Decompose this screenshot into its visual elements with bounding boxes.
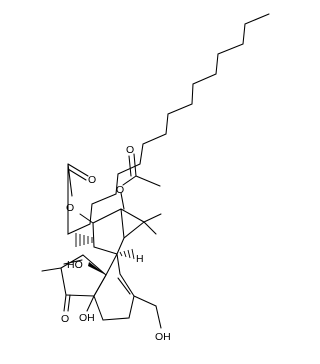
ester-linkage	[67, 163, 94, 224]
lower-hydroxyl-bond	[86, 295, 95, 312]
acetyl-carbonyl-oxygen-label: O	[126, 144, 134, 156]
chain-carbonyl-oxygen-label: O	[88, 174, 96, 186]
upper-hydroxyl-label: HO	[67, 259, 83, 271]
acetate-group	[120, 153, 161, 210]
ester-oxygen-label: O	[66, 202, 74, 214]
cycloheptene-ring	[93, 253, 135, 321]
chemical-structure-diagram: O O O O H HO OH O OH	[41, 13, 270, 343]
acetate-oxygen-label: O	[116, 184, 124, 196]
ring-junction-h-label: H	[136, 253, 144, 265]
cyclopentenone-ring	[41, 254, 107, 297]
tetradecanoyl-chain	[67, 13, 270, 235]
ring-junction-h-bond	[119, 248, 135, 260]
hydroxymethyl-group	[133, 295, 162, 329]
lower-hydroxyl-label: OH	[79, 312, 95, 324]
upper-hydroxyl-bond	[88, 262, 106, 275]
ketone-carbonyl	[63, 294, 71, 312]
hydroxymethyl-oxygen-label: OH	[155, 331, 171, 343]
cyclopropane-ring	[120, 208, 162, 239]
ring-methyl	[75, 233, 93, 247]
ketone-oxygen-label: O	[61, 313, 69, 325]
cyclohexane-ring	[92, 208, 125, 255]
